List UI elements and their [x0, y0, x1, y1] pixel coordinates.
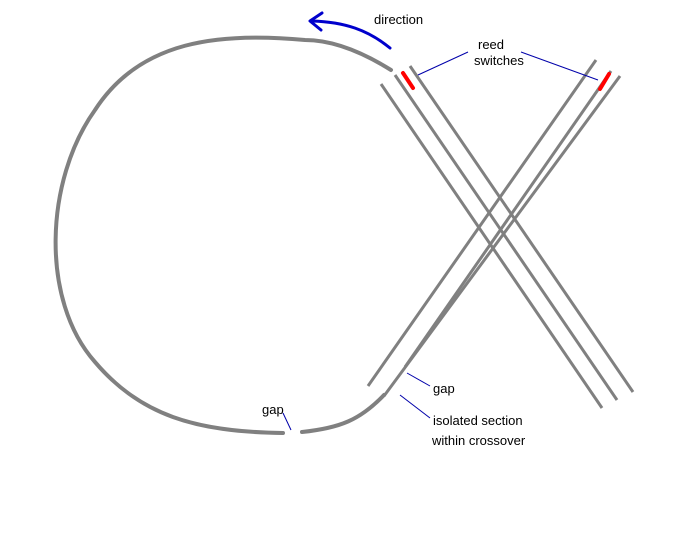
label-gap-left: gap	[262, 402, 284, 417]
crossover-rail-a1	[379, 83, 604, 409]
leader-gap-right	[406, 372, 431, 387]
crossover-rail-b2	[403, 70, 613, 368]
direction-arrow-icon	[310, 19, 392, 50]
track-loop	[53, 35, 393, 435]
label-reed-line2: switches	[474, 53, 524, 68]
leader-reed-left	[417, 51, 469, 76]
crossover-rail-a2	[408, 65, 635, 393]
label-reed-line1: reed	[478, 37, 504, 52]
label-gap-right: gap	[433, 381, 455, 396]
reed-switch-right	[598, 72, 611, 91]
leader-isolated	[399, 394, 431, 419]
crossover-rail-b1	[366, 59, 598, 387]
label-isolated-line1: isolated section	[433, 413, 523, 428]
label-direction: direction	[374, 12, 423, 27]
crossover-rail-b3	[382, 75, 622, 397]
gap-break-crossover	[392, 359, 406, 373]
direction-arrowhead-icon	[308, 11, 324, 32]
label-isolated-line2: within crossover	[431, 433, 526, 448]
leader-reed-right	[520, 51, 599, 81]
track-loop-end	[300, 393, 386, 434]
leader-gap-left	[282, 412, 292, 431]
reed-switch-left	[401, 71, 415, 90]
crossover-rail-a-mid	[393, 74, 619, 401]
